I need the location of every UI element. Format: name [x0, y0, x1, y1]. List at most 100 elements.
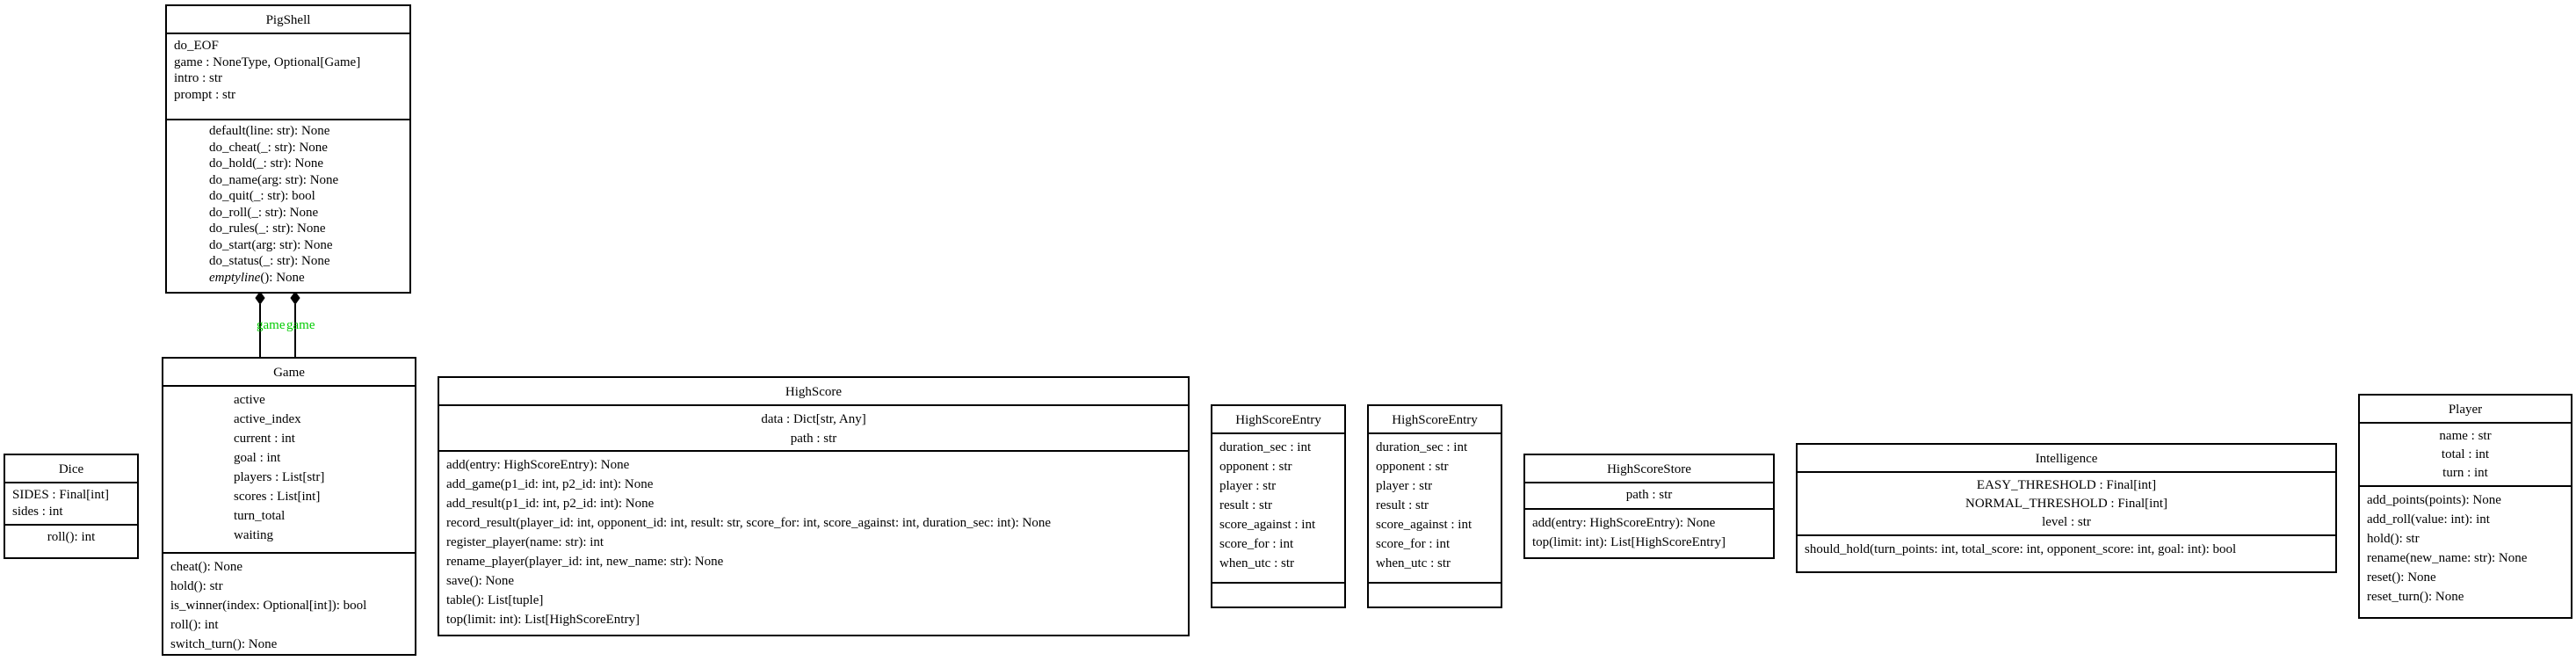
attribute: path : str [790, 432, 837, 446]
class-highscoreentry-2: HighScoreEntry duration_sec : int oppone… [1367, 404, 1502, 608]
class-game: Game active active_index current : int g… [162, 357, 416, 656]
attribute: scores : List[int] [234, 490, 321, 504]
attribute: sides : int [12, 504, 63, 519]
attribute: opponent : str [1219, 460, 1292, 474]
attributes-section: active active_index current : int goal :… [163, 387, 415, 554]
class-title: HighScoreEntry [1212, 406, 1344, 434]
method: roll(): int [47, 530, 96, 544]
method: do_roll(_: str): None [209, 205, 319, 220]
attribute: result : str [1219, 498, 1272, 512]
attribute: do_EOF [174, 39, 219, 53]
method-name-abstract: emptyline [209, 270, 261, 285]
class-title: Game [163, 359, 415, 387]
attribute: score_for : int [1219, 537, 1294, 551]
attribute: goal : int [234, 451, 281, 465]
method: reset_turn(): None [2367, 590, 2464, 604]
attribute: path : str [1625, 488, 1673, 502]
method: add_result(p1_id: int, p2_id: int): None [446, 497, 655, 511]
attribute: turn_total [234, 509, 286, 523]
class-title: HighScoreEntry [1369, 406, 1501, 434]
method: do_status(_: str): None [209, 254, 330, 268]
class-title: Player [2360, 396, 2571, 424]
methods-section: cheat(): None hold(): str is_winner(inde… [163, 554, 415, 657]
class-title: Intelligence [1798, 445, 2335, 473]
methods-section: add(entry: HighScoreEntry): None top(lim… [1525, 510, 1773, 556]
method: do_hold(_: str): None [209, 156, 323, 171]
edge-label-game-2: game [286, 318, 315, 332]
attributes-section: EASY_THRESHOLD : Final[int] NORMAL_THRES… [1798, 473, 2335, 536]
attributes-section: name : str total : int turn : int [2360, 424, 2571, 487]
attribute: when_utc : str [1376, 556, 1451, 570]
class-title: HighScoreStore [1525, 455, 1773, 483]
class-highscore: HighScore data : Dict[str, Any] path : s… [438, 376, 1190, 636]
attribute: players : List[str] [234, 470, 325, 484]
attribute: player : str [1376, 479, 1433, 493]
class-intelligence: Intelligence EASY_THRESHOLD : Final[int]… [1796, 443, 2337, 573]
method: add(entry: HighScoreEntry): None [1532, 516, 1716, 530]
method: rename_player(player_id: int, new_name: … [446, 555, 724, 569]
method: switch_turn(): None [170, 637, 278, 651]
attribute: game : NoneType, Optional[Game] [174, 54, 361, 69]
method: hold(): str [2367, 532, 2420, 546]
methods-section [1369, 584, 1501, 591]
class-dice: Dice SIDES : Final[int] sides : int roll… [4, 454, 139, 559]
edge-label-game-1: game [257, 318, 286, 332]
methods-section: add_points(points): None add_roll(value:… [2360, 487, 2571, 610]
class-pigshell: PigShell do_EOF game : NoneType, Optiona… [165, 4, 411, 294]
class-highscoreentry-1: HighScoreEntry duration_sec : int oppone… [1211, 404, 1346, 608]
method: rename(new_name: str): None [2367, 551, 2528, 565]
attributes-section: path : str [1525, 483, 1773, 510]
attribute: active_index [234, 412, 301, 426]
attribute: opponent : str [1376, 460, 1449, 474]
attributes-section: duration_sec : int opponent : str player… [1212, 434, 1344, 584]
composition-diamond-2 [290, 291, 300, 305]
methods-section: add(entry: HighScoreEntry): None add_gam… [439, 452, 1188, 633]
attribute: name : str [2439, 429, 2492, 443]
attribute: prompt : str [174, 87, 235, 102]
method: should_hold(turn_points: int, total_scor… [1805, 542, 2237, 556]
method: top(limit: int): List[HighScoreEntry] [1532, 535, 1726, 549]
method: add_game(p1_id: int, p2_id: int): None [446, 477, 654, 491]
attribute: when_utc : str [1219, 556, 1294, 570]
attribute: player : str [1219, 479, 1277, 493]
attribute: level : str [2042, 515, 2091, 529]
method: do_cheat(_: str): None [209, 140, 328, 155]
methods-section: roll(): int [5, 526, 137, 549]
method: add_roll(value: int): int [2367, 512, 2490, 527]
method: top(limit: int): List[HighScoreEntry] [446, 613, 640, 627]
attribute: current : int [234, 432, 295, 446]
attribute: SIDES : Final[int] [12, 488, 110, 502]
method: add(entry: HighScoreEntry): None [446, 458, 630, 472]
method: cheat(): None [170, 560, 243, 574]
attribute: result : str [1376, 498, 1429, 512]
attribute: NORMAL_THRESHOLD : Final[int] [1965, 497, 2167, 511]
methods-section [1212, 584, 1344, 591]
method: do_rules(_: str): None [209, 222, 326, 236]
method: is_winner(index: Optional[int]): bool [170, 599, 367, 613]
attribute: turn : int [2442, 466, 2488, 480]
attributes-section: SIDES : Final[int] sides : int [5, 483, 137, 526]
method: save(): None [446, 574, 515, 588]
attribute: duration_sec : int [1376, 440, 1468, 454]
class-title: HighScore [439, 378, 1188, 406]
attribute: score_against : int [1376, 518, 1473, 532]
attribute: score_for : int [1376, 537, 1451, 551]
class-player: Player name : str total : int turn : int… [2358, 394, 2572, 619]
attributes-section: do_EOF game : NoneType, Optional[Game] i… [167, 34, 409, 120]
methods-section: default(line: str): None do_cheat(_: str… [167, 120, 409, 289]
method: do_start(arg: str): None [209, 237, 333, 252]
attribute: total : int [2441, 447, 2490, 461]
methods-section: should_hold(turn_points: int, total_scor… [1798, 536, 2335, 563]
attribute: score_against : int [1219, 518, 1316, 532]
attributes-section: data : Dict[str, Any] path : str [439, 406, 1188, 452]
method: reset(): None [2367, 570, 2436, 585]
method: default(line: str): None [209, 124, 330, 138]
method: do_name(arg: str): None [209, 172, 339, 187]
attribute: waiting [234, 528, 273, 542]
method: table(): List[tuple] [446, 593, 544, 607]
method: record_result(player_id: int, opponent_i… [446, 516, 1051, 530]
attribute: EASY_THRESHOLD : Final[int] [1976, 478, 2157, 492]
attribute: duration_sec : int [1219, 440, 1312, 454]
class-title: Dice [5, 455, 137, 483]
